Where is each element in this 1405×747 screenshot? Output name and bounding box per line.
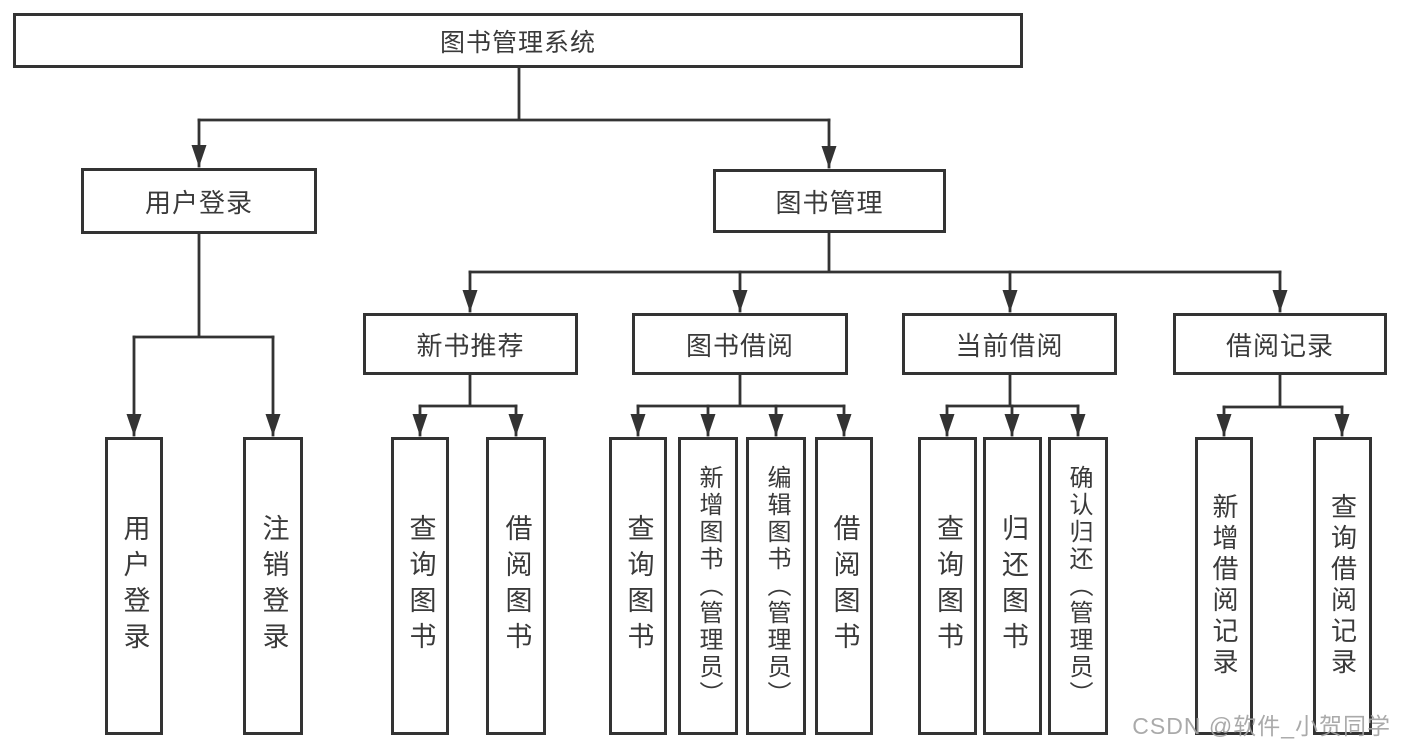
- leaf-confirm-return-admin: 确认归还（管理员）: [1048, 437, 1108, 735]
- branch-current-borrow: [939, 373, 1086, 437]
- node-book-management: 图书管理: [713, 169, 946, 233]
- node-borrow-record: 借阅记录: [1173, 313, 1387, 375]
- node-new-book-recommend: 新书推荐: [363, 313, 578, 375]
- node-current-borrow: 当前借阅: [902, 313, 1117, 375]
- branch-borrow-record: [1216, 373, 1350, 437]
- branch-new-book: [412, 373, 524, 437]
- leaf-logout: 注销登录: [243, 437, 303, 735]
- leaf-edit-book-admin: 编辑图书（管理员）: [746, 437, 806, 735]
- node-book-borrow: 图书借阅: [632, 313, 848, 375]
- leaf-return-book: 归还图书: [983, 437, 1042, 735]
- leaf-query-books-1: 查询图书: [391, 437, 449, 735]
- csdn-watermark: CSDN @软件_小贺同学: [1132, 713, 1391, 739]
- leaf-add-book-admin: 新增图书（管理员）: [678, 437, 738, 735]
- leaf-add-borrow-record: 新增借阅记录: [1195, 437, 1253, 735]
- leaf-user-login: 用户登录: [105, 437, 163, 735]
- leaf-borrow-books-2: 借阅图书: [815, 437, 873, 735]
- leaf-query-books-3: 查询图书: [918, 437, 977, 735]
- branch-book-borrow: [630, 373, 852, 437]
- leaf-query-borrow-record: 查询借阅记录: [1313, 437, 1372, 735]
- node-user-login: 用户登录: [81, 168, 317, 234]
- branch-book-management: [462, 231, 1288, 313]
- branch-root: [191, 66, 837, 169]
- node-root-library-system: 图书管理系统: [13, 13, 1023, 68]
- leaf-query-books-2: 查询图书: [609, 437, 667, 735]
- branch-user-login: [126, 232, 281, 437]
- leaf-borrow-books-1: 借阅图书: [486, 437, 546, 735]
